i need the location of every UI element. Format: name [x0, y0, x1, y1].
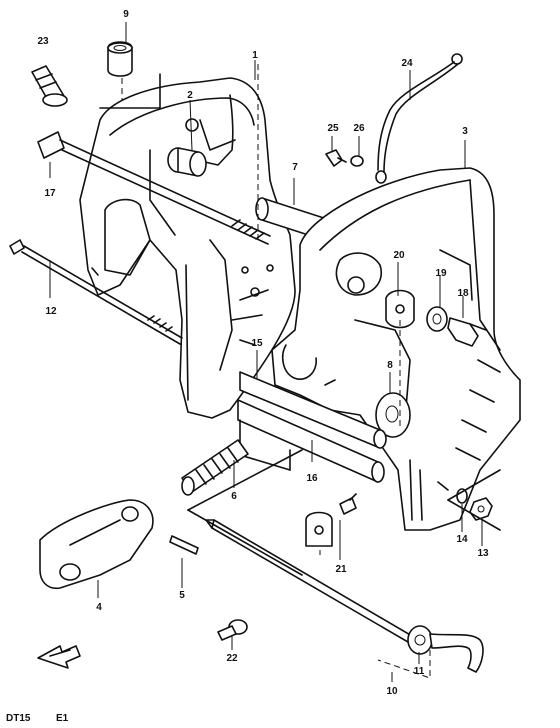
wire-part-24: [375, 53, 463, 184]
stud-part-22: [217, 619, 248, 641]
screw-part-25: [325, 149, 347, 167]
label-part-8: 8: [387, 360, 393, 371]
clip-part-20: [385, 289, 415, 329]
cap-part-9: [107, 41, 133, 77]
label-part-3: 3: [462, 126, 468, 137]
footer-code: DT15 E1: [6, 713, 69, 724]
label-part-22: 22: [226, 653, 238, 664]
bushing-part-2: [167, 147, 207, 177]
label-part-10: 10: [386, 686, 398, 697]
label-part-23: 23: [37, 36, 49, 47]
label-part-18: 18: [457, 288, 469, 299]
washer-part-26: [350, 155, 364, 167]
label-part-12: 12: [45, 306, 57, 317]
label-part-21: 21: [335, 564, 347, 575]
label-part-20: 20: [393, 250, 405, 261]
pin-part-5: [169, 535, 199, 555]
label-part-17: 17: [44, 188, 56, 199]
cap-part-23: [31, 65, 68, 107]
label-part-15: 15: [251, 338, 263, 349]
label-part-9: 9: [123, 9, 129, 20]
label-part-11: 11: [414, 666, 425, 677]
front-arrow-icon: [37, 645, 81, 669]
bolt-part-18: [447, 317, 487, 347]
block-part-21: [305, 493, 357, 547]
washer-part-8: [375, 392, 411, 438]
label-part-16: 16: [306, 473, 318, 484]
bolt-part-17: [37, 131, 271, 245]
nut-part-13: [469, 497, 493, 521]
label-part-7: 7: [292, 162, 298, 173]
label-part-13: 13: [477, 548, 489, 559]
label-part-1: 1: [252, 50, 258, 61]
label-part-6: 6: [231, 491, 237, 502]
part-number-labels: 9 23 1 2 24 3 25 26 7 17 20 19 18 12 15 …: [37, 9, 489, 697]
pin-part-6: [181, 439, 249, 496]
clamp-bracket-right: [271, 167, 521, 531]
label-part-5: 5: [179, 590, 185, 601]
diagram-code: DT15: [6, 713, 31, 724]
tube-part-15: [239, 371, 387, 449]
label-part-24: 24: [401, 58, 413, 69]
alignment-lines: [99, 64, 501, 679]
washer-part-19: [426, 306, 448, 332]
label-part-4: 4: [96, 602, 102, 613]
label-part-25: 25: [327, 123, 339, 134]
region-code: E1: [56, 713, 69, 724]
leader-lines: [49, 22, 483, 682]
lever-part-4: [39, 499, 154, 590]
clamp-bracket-left: [79, 77, 296, 419]
label-part-2: 2: [187, 90, 193, 101]
label-part-26: 26: [353, 123, 365, 134]
fitting-part-11: [407, 625, 484, 673]
label-part-19: 19: [435, 268, 447, 279]
label-part-14: 14: [456, 534, 468, 545]
